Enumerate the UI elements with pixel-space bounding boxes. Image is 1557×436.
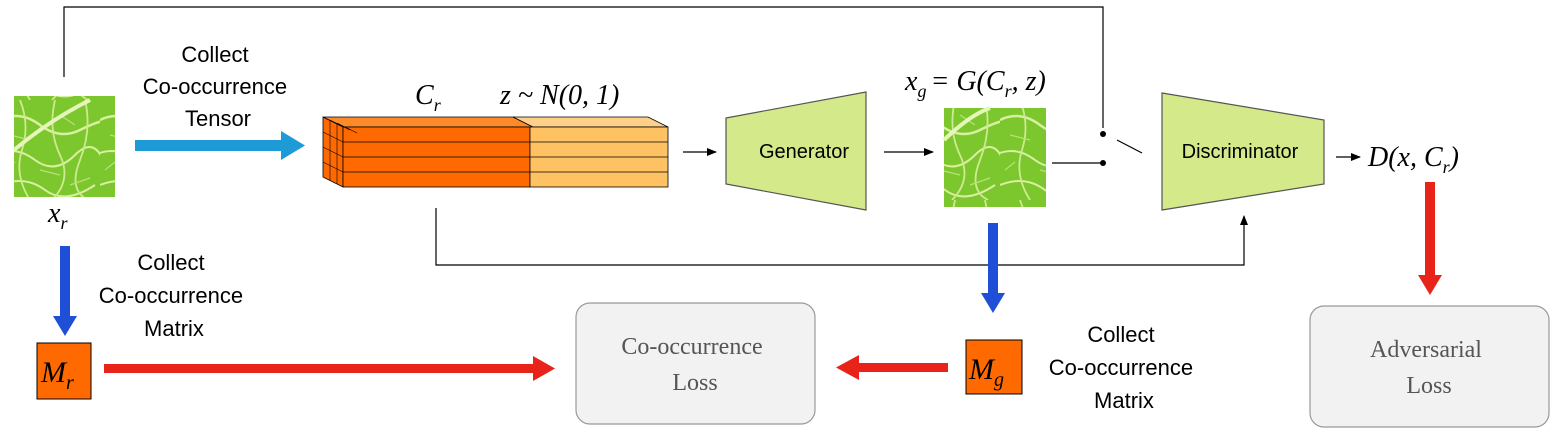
- svg-text:Co-occurrence Loss: Co-occurrence Loss: [621, 334, 768, 396]
- m-g-matrix-box: Mg: [965, 339, 1023, 395]
- collect-matrix-generated-arrow: [981, 223, 1005, 313]
- discriminator-block: [1161, 92, 1325, 211]
- m-r-matrix-box: Mr: [36, 342, 92, 400]
- cooccurrence-loss-box: Co-occurrence Loss: [575, 302, 816, 425]
- conditioning-line: [435, 208, 1248, 266]
- collect-matrix-real-arrow: [53, 246, 77, 336]
- m-g-to-loss-arrow: [836, 355, 948, 380]
- svg-text:Adversarial Loss: Adversarial Loss: [1370, 337, 1488, 399]
- switch-lever: [1116, 139, 1143, 154]
- m-g-label: Mg: [968, 353, 1004, 391]
- discriminator-label: Discriminator: [1182, 141, 1299, 163]
- collect-tensor-arrow: [135, 131, 305, 160]
- adversarial-loss-box: Adversarial Loss: [1309, 305, 1550, 428]
- m-r-label: Mr: [40, 356, 74, 394]
- m-r-to-loss-arrow: [104, 356, 555, 381]
- z-distribution-label: z ~ N(0, 1): [499, 80, 619, 111]
- collect-matrix-right-label: Collect Co-occurrence Matrix: [1049, 322, 1199, 413]
- x-r-label: xr: [47, 198, 68, 233]
- generated-leaf-image: [942, 106, 1046, 207]
- switch-fake-node: [1100, 160, 1106, 166]
- generator-label: Generator: [759, 141, 849, 163]
- skip-connection-line: [63, 6, 1104, 128]
- generator-block: [725, 91, 867, 211]
- c-r-label: Cr: [415, 80, 442, 115]
- x-g-equation-label: xg= G(Cr, z): [904, 66, 1046, 101]
- collect-tensor-label: Collect Co-occurrence Tensor: [143, 42, 293, 131]
- output-to-adversarial-arrow: [1418, 182, 1442, 295]
- cooccurrence-tensor-block: [322, 116, 669, 188]
- real-leaf-image: [12, 96, 115, 197]
- switch-real-node: [1100, 131, 1106, 137]
- discriminator-output-label: D(x, Cr): [1367, 142, 1459, 177]
- collect-matrix-left-label: Collect Co-occurrence Matrix: [99, 250, 249, 341]
